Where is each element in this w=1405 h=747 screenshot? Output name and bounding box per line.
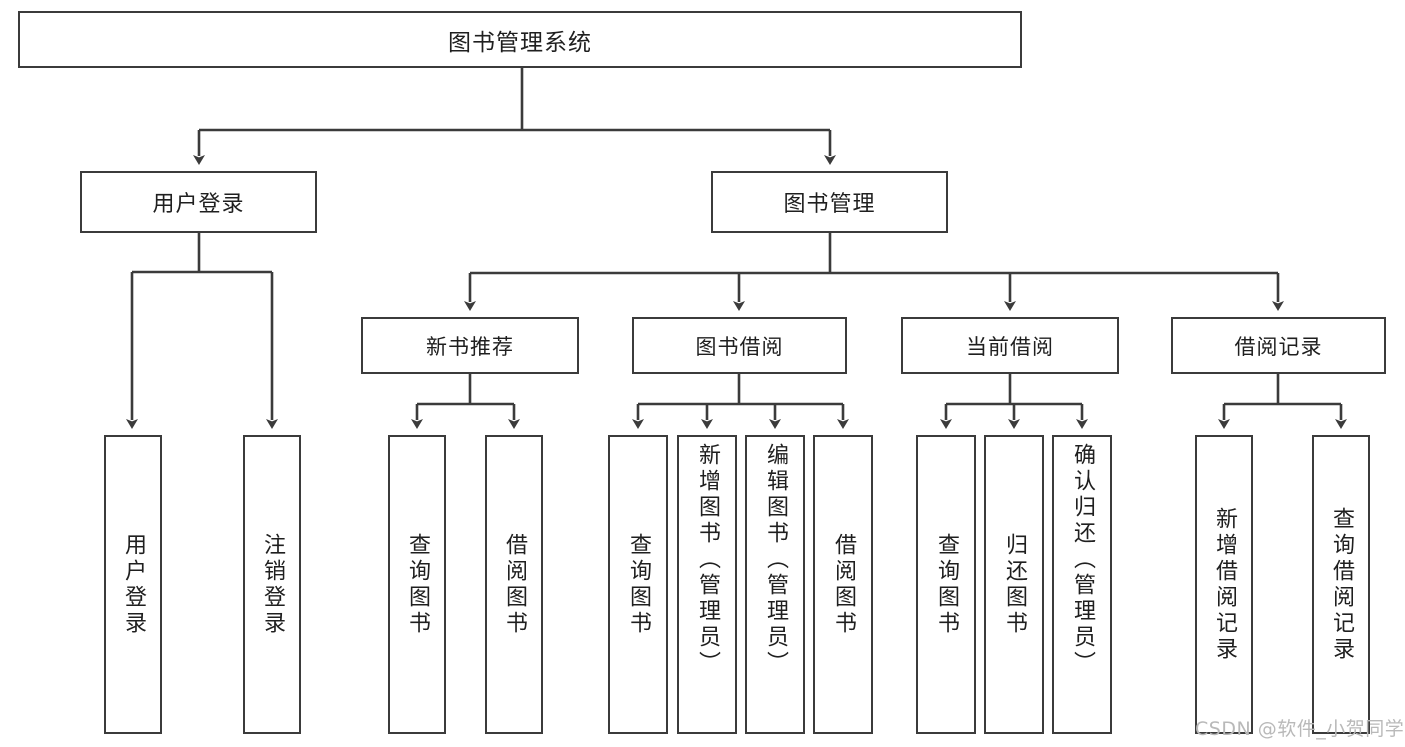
node-root[interactable]: 图书管理系统 — [18, 11, 1022, 68]
leaf-borrow-book-recommend[interactable]: 借阅图书 — [485, 435, 543, 734]
leaf-label: 注销登录 — [259, 532, 285, 637]
leaf-add-book-admin[interactable]: 新增图书（管理员） — [677, 435, 737, 734]
leaf-query-book-recommend[interactable]: 查询图书 — [388, 435, 446, 734]
leaf-label: 借阅图书 — [501, 532, 527, 637]
csdn-watermark: CSDN @软件_小贺同学 — [1195, 718, 1405, 740]
leaf-label: 查询图书 — [933, 532, 959, 637]
leaf-query-book-borrow[interactable]: 查询图书 — [608, 435, 668, 734]
leaf-label: 借阅图书 — [830, 532, 856, 637]
node-level3-borrow-record[interactable]: 借阅记录 — [1171, 317, 1386, 374]
leaf-logout[interactable]: 注销登录 — [243, 435, 301, 734]
node-level2-user-login[interactable]: 用户登录 — [80, 171, 317, 233]
leaf-label: 查询借阅记录 — [1328, 506, 1354, 663]
node-level2-book-management[interactable]: 图书管理 — [711, 171, 948, 233]
leaf-label: 确认归还（管理员） — [1069, 443, 1095, 677]
leaf-label: 新增借阅记录 — [1211, 506, 1237, 663]
leaf-label: 编辑图书（管理员） — [762, 443, 788, 677]
leaf-label: 归还图书 — [1001, 532, 1027, 637]
node-level3-current-borrow[interactable]: 当前借阅 — [901, 317, 1119, 374]
leaf-label: 查询图书 — [625, 532, 651, 637]
leaf-label: 查询图书 — [404, 532, 430, 637]
node-level3-book-borrow[interactable]: 图书借阅 — [632, 317, 847, 374]
leaf-edit-book-admin[interactable]: 编辑图书（管理员） — [745, 435, 805, 734]
leaf-label: 用户登录 — [120, 532, 146, 637]
leaf-query-borrow-record[interactable]: 查询借阅记录 — [1312, 435, 1370, 734]
leaf-query-book-current[interactable]: 查询图书 — [916, 435, 976, 734]
leaf-label: 新增图书（管理员） — [694, 443, 720, 677]
leaf-add-borrow-record[interactable]: 新增借阅记录 — [1195, 435, 1253, 734]
leaf-borrow-book[interactable]: 借阅图书 — [813, 435, 873, 734]
node-level3-new-book-recommend[interactable]: 新书推荐 — [361, 317, 579, 374]
leaf-user-login[interactable]: 用户登录 — [104, 435, 162, 734]
leaf-confirm-return-admin[interactable]: 确认归还（管理员） — [1052, 435, 1112, 734]
leaf-return-book[interactable]: 归还图书 — [984, 435, 1044, 734]
